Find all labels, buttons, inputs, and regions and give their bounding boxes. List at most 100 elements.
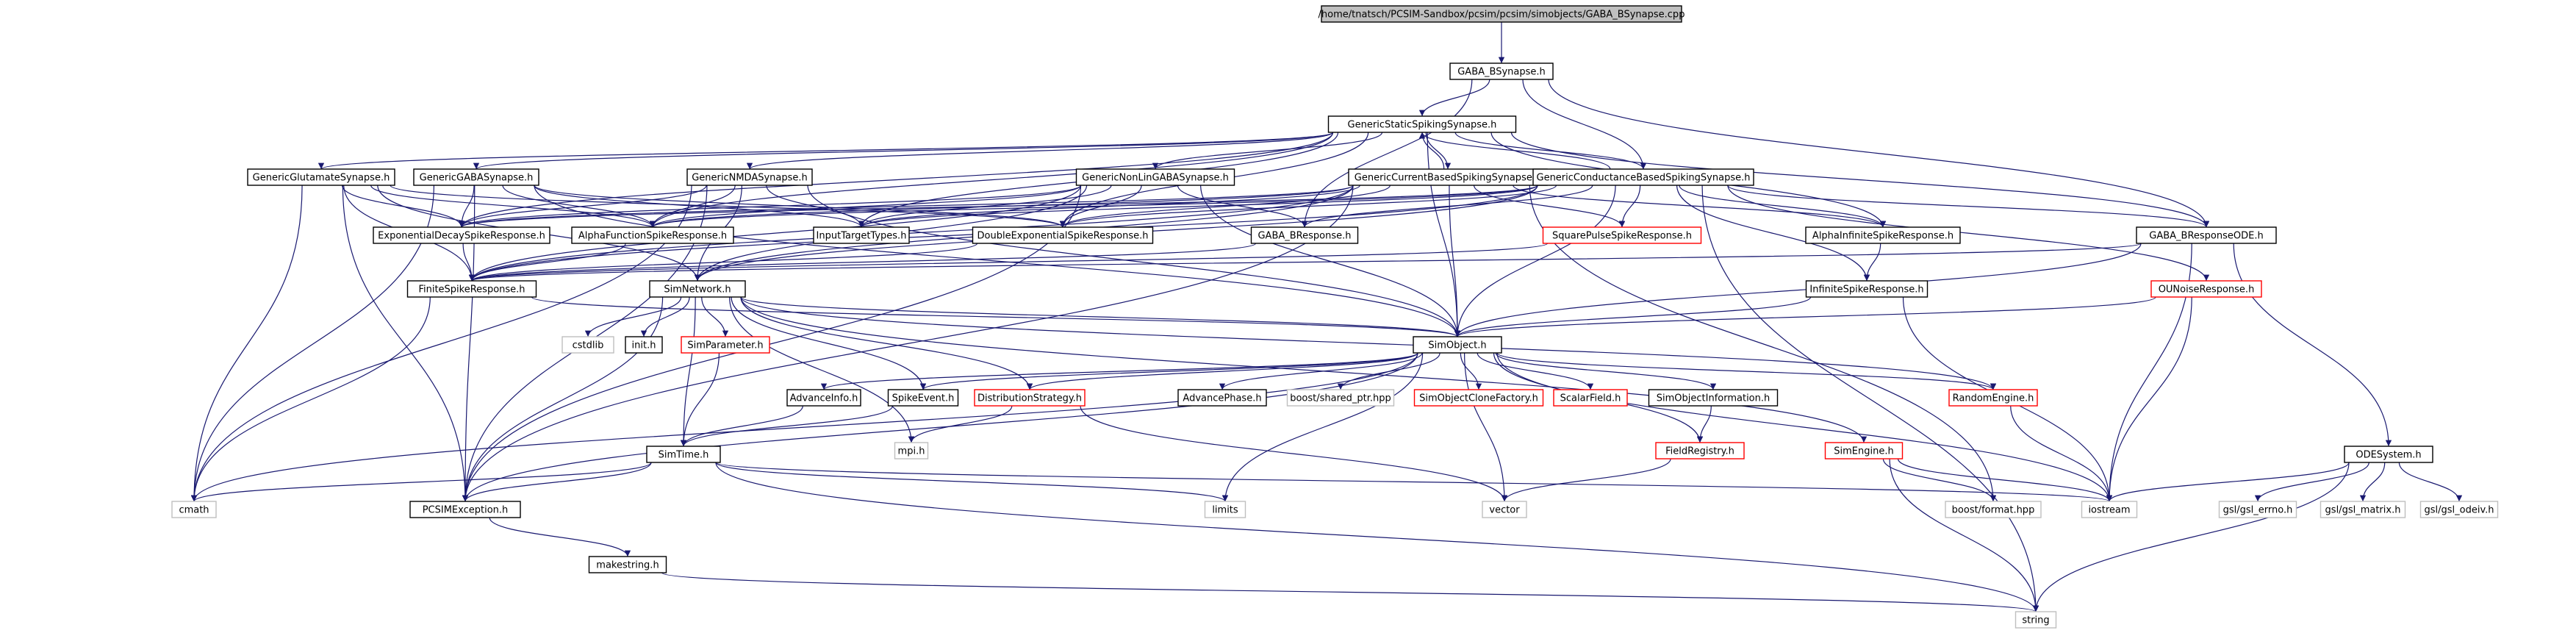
- node-box: [247, 168, 395, 186]
- node-limits[interactable]: limits: [1204, 501, 1246, 518]
- node-box: [1075, 168, 1235, 186]
- node-box: [2218, 501, 2297, 518]
- edge-sim_network-to-mpi: [729, 296, 915, 443]
- node-gsl-odeiv[interactable]: gsl/gsl_odeiv.h: [2419, 501, 2499, 518]
- node-input-target[interactable]: InputTargetTypes.h: [813, 226, 910, 244]
- node-makestring[interactable]: makestring.h: [588, 556, 667, 573]
- node-box: [1286, 389, 1395, 407]
- node-sim-network[interactable]: SimNetwork.h: [649, 280, 746, 298]
- edge-sim_object_info-to-field_registry: [1696, 405, 1712, 443]
- edge-sim_object-to-cmath: [190, 352, 1418, 502]
- node-generic-gaba[interactable]: GenericGABASynapse.h: [413, 168, 539, 186]
- edge-sim_engine-to-iostream: [1897, 458, 2113, 502]
- edge-sim_time-to-limits: [715, 462, 1228, 502]
- node-label: SquarePulseSpikeResponse.h: [1552, 231, 1692, 242]
- edge-generic_static-to-exp_decay: [458, 132, 1334, 228]
- edge-sim_object-to-clone_factory: [1460, 352, 1482, 390]
- node-label: SimObject.h: [1428, 340, 1486, 351]
- edge-generic_conductance-to-exp_decay: [459, 185, 1538, 228]
- node-square-pulse[interactable]: SquarePulseSpikeResponse.h: [1542, 226, 1702, 244]
- node-gaba-bsynapse[interactable]: GABA_BSynapse.h: [1449, 62, 1554, 80]
- node-generic-glutamate[interactable]: GenericGlutamateSynapse.h: [247, 168, 395, 186]
- edge-field_registry-to-vector: [1501, 458, 1671, 502]
- edge-sim_object-to-advance_phase: [1219, 352, 1423, 390]
- node-spike-event[interactable]: SpikeEvent.h: [887, 389, 959, 407]
- edge-generic_conductance-to-infinite_spike: [1676, 185, 1870, 282]
- node-gsl-matrix[interactable]: gsl/gsl_matrix.h: [2320, 501, 2406, 518]
- node-exp-decay[interactable]: ExponentialDecaySpikeResponse.h: [373, 226, 550, 244]
- node-shared-ptr[interactable]: boost/shared_ptr.hpp: [1286, 389, 1395, 407]
- node-label: SimNetwork.h: [664, 285, 731, 296]
- edge-infinite_spike-to-sim_object: [1454, 296, 1812, 337]
- node-finite-spike[interactable]: FiniteSpikeResponse.h: [406, 280, 537, 298]
- node-gaba-bresponse-ode[interactable]: GABA_BResponseODE.h: [2136, 226, 2277, 244]
- node-label: limits: [1212, 505, 1238, 516]
- node-label: GABA_BResponse.h: [1257, 231, 1351, 242]
- node-ou-noise[interactable]: OUNoiseResponse.h: [2150, 280, 2262, 298]
- edge-generic_current-to-boost_format: [1529, 185, 1997, 502]
- edge-alpha_infinite-to-infinite_spike: [1863, 243, 1881, 282]
- node-box: [2320, 501, 2406, 518]
- node-sim-time[interactable]: SimTime.h: [646, 446, 721, 463]
- edge-generic_static-to-sim_object: [1427, 132, 1461, 337]
- node-alpha-infinite[interactable]: AlphaInfiniteSpikeResponse.h: [1805, 226, 1961, 244]
- node-box: [171, 501, 217, 518]
- node-box: [1250, 226, 1359, 244]
- edge-gaba_bsynapse-to-generic_conductance: [1522, 79, 1647, 170]
- node-box: [588, 556, 667, 573]
- node-box: [1553, 389, 1628, 407]
- node-field-registry[interactable]: FieldRegistry.h: [1655, 442, 1745, 459]
- edge-sim_network-to-sim_object: [740, 296, 1460, 337]
- node-advance-info[interactable]: AdvanceInfo.h: [786, 389, 861, 407]
- node-sim-object-info[interactable]: SimObjectInformation.h: [1648, 389, 1779, 407]
- node-boost-format[interactable]: boost/format.hpp: [1945, 501, 2042, 518]
- node-infinite-spike[interactable]: InfiniteSpikeResponse.h: [1805, 280, 1929, 298]
- node-vector[interactable]: vector: [1482, 501, 1527, 518]
- node-scalar-field[interactable]: ScalarField.h: [1553, 389, 1628, 407]
- edge-generic_conductance-to-gaba_bresponse: [1301, 185, 1593, 228]
- node-clone-factory[interactable]: SimObjectCloneFactory.h: [1413, 389, 1544, 407]
- node-pcsim-exception[interactable]: PCSIMException.h: [409, 501, 521, 518]
- node-generic-static[interactable]: GenericStaticSpikingSynapse.h: [1327, 115, 1517, 133]
- node-gsl-errno[interactable]: gsl/gsl_errno.h: [2218, 501, 2297, 518]
- node-sim-object[interactable]: SimObject.h: [1413, 336, 1502, 354]
- node-distribution-strategy[interactable]: DistributionStrategy.h: [974, 389, 1086, 407]
- node-mpi[interactable]: mpi.h: [894, 442, 929, 459]
- node-generic-nonlin-gaba[interactable]: GenericNonLinGABASynapse.h: [1075, 168, 1235, 186]
- node-box: [646, 446, 721, 463]
- node-double-exp[interactable]: DoubleExponentialSpikeResponse.h: [972, 226, 1154, 244]
- edge-ou_noise-to-iostream: [2106, 296, 2192, 502]
- node-gaba-bresponse[interactable]: GABA_BResponse.h: [1250, 226, 1359, 244]
- edge-generic_conductance-to-alpha_function: [650, 185, 1538, 228]
- node-string[interactable]: string: [2014, 611, 2057, 629]
- node-generic-current[interactable]: GenericCurrentBasedSpikingSynapse.h: [1348, 168, 1548, 186]
- edge-sim_time-to-string: [715, 462, 2039, 612]
- edge-sim_time-to-iostream: [715, 462, 2112, 502]
- node-random-engine[interactable]: RandomEngine.h: [1948, 389, 2038, 407]
- node-sim-engine[interactable]: SimEngine.h: [1824, 442, 1904, 459]
- node-ode-system[interactable]: ODESystem.h: [2344, 446, 2433, 463]
- node-label: GenericNMDASynapse.h: [692, 173, 808, 184]
- edge-generic_conductance-to-generic_static: [1418, 132, 1611, 170]
- node-alpha-function[interactable]: AlphaFunctionSpikeResponse.h: [571, 226, 734, 244]
- node-label: GenericGlutamateSynapse.h: [253, 173, 390, 184]
- node-generic-conductance[interactable]: GenericConductanceBasedSpikingSynapse.h: [1532, 168, 1754, 186]
- edge-generic_static-to-generic_gaba: [473, 132, 1334, 170]
- node-sim-parameter[interactable]: SimParameter.h: [681, 336, 770, 354]
- edge-sim_object-to-pcsim_exception: [462, 352, 1418, 502]
- edge-generic_glutamate-to-double_exp: [390, 185, 1066, 228]
- node-cstdlib[interactable]: cstdlib: [562, 336, 614, 354]
- node-advance-phase[interactable]: AdvancePhase.h: [1177, 389, 1267, 407]
- edge-generic_conductance-to-double_exp: [1059, 185, 1557, 228]
- edge-generic_conductance-to-input_target: [858, 185, 1538, 228]
- node-label: /home/tnatsch/PCSIM-Sandbox/pcsim/pcsim/…: [1319, 10, 1685, 21]
- edge-generic_static-to-generic_nonlin_gaba: [1152, 132, 1383, 170]
- node-init[interactable]: init.h: [625, 336, 663, 354]
- node-iostream[interactable]: iostream: [2081, 501, 2138, 518]
- edge-sim_network-to-init: [640, 296, 690, 337]
- node-generic-nmda[interactable]: GenericNMDASynapse.h: [686, 168, 813, 186]
- node-label: DoubleExponentialSpikeResponse.h: [977, 231, 1149, 242]
- node-cmath[interactable]: cmath: [171, 501, 217, 518]
- edge-sim_object-to-vector: [1464, 352, 1508, 502]
- node-label: vector: [1489, 505, 1520, 516]
